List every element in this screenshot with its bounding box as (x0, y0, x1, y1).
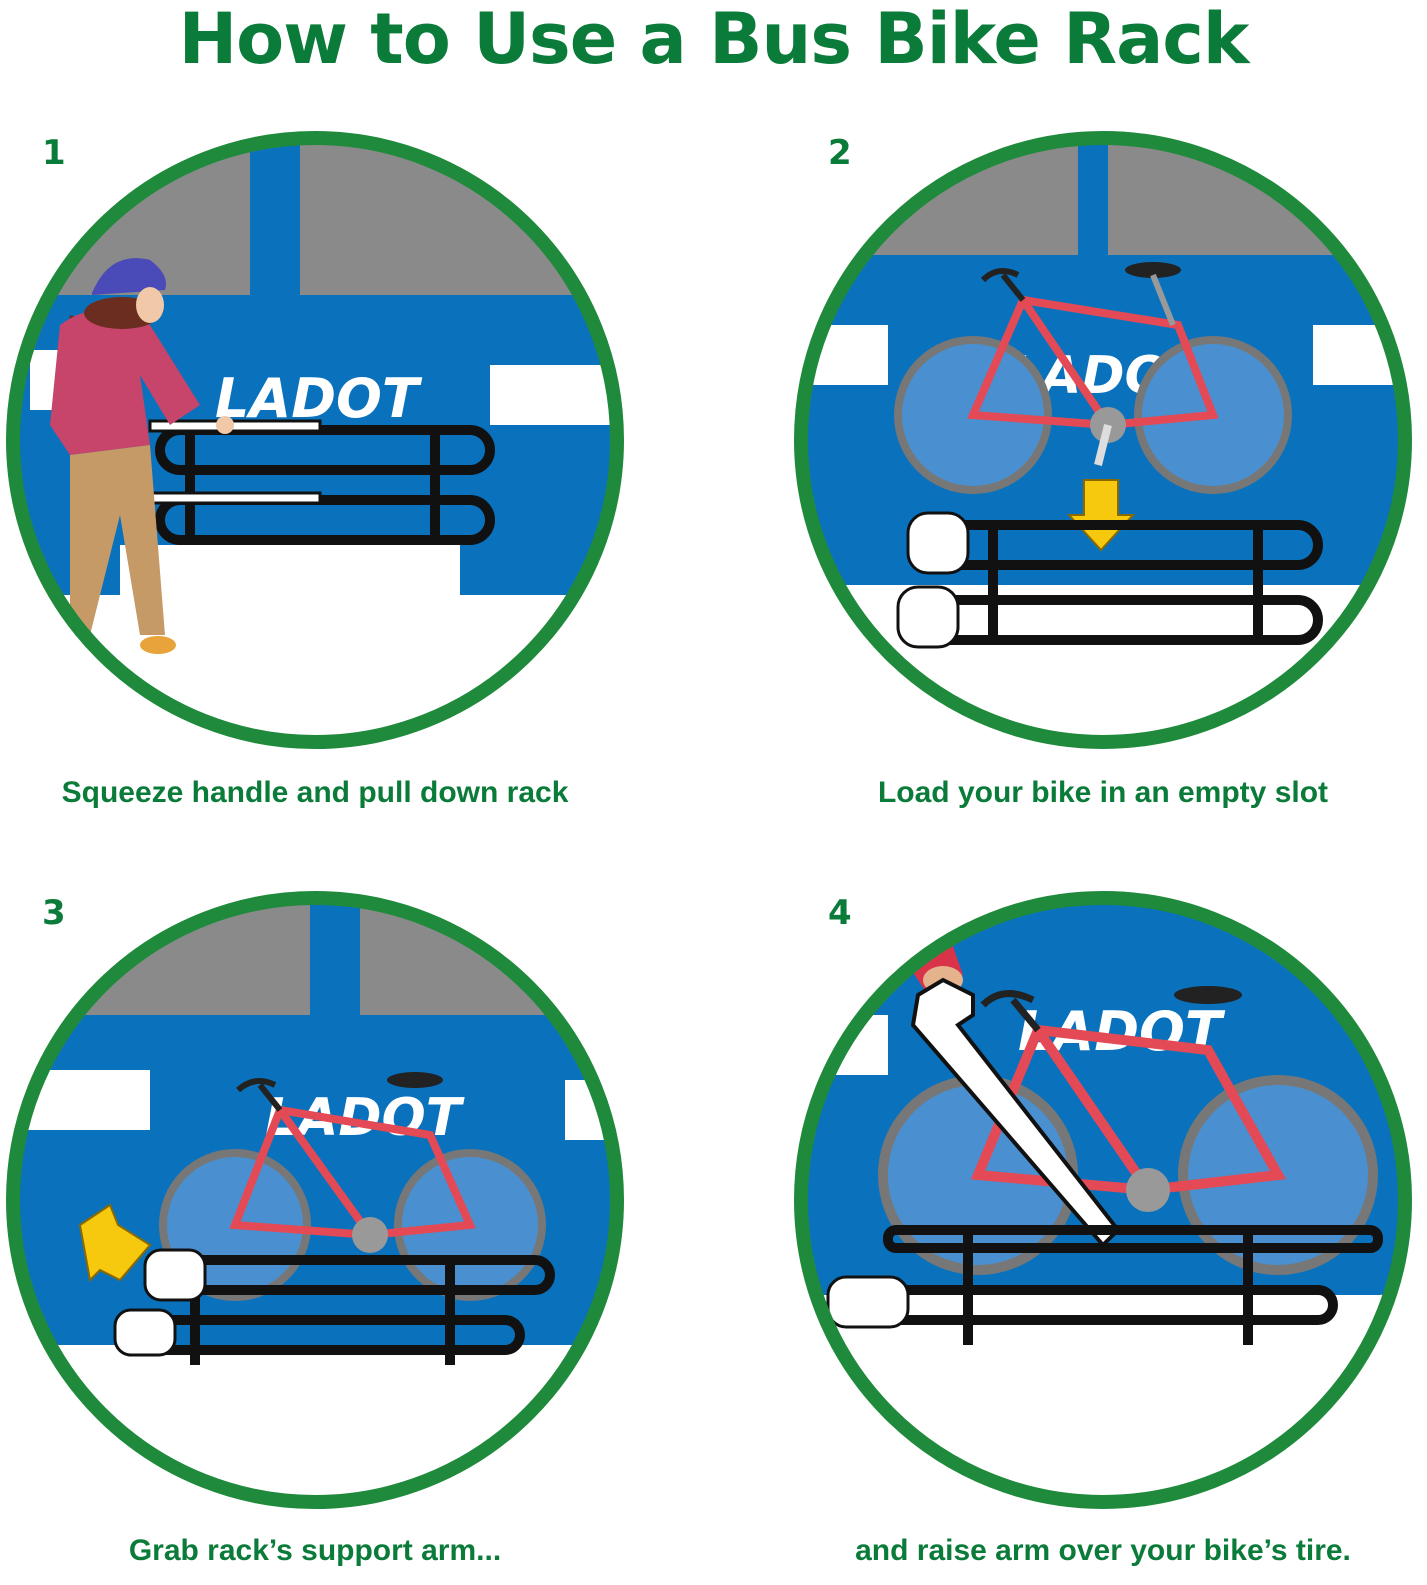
step-3-number: 3 (42, 893, 66, 933)
support-arm (910, 977, 1121, 1248)
step-2-number: 2 (828, 133, 852, 173)
page-title: How to Use a Bus Bike Rack (178, 0, 1250, 80)
step-1-illustration: LADOT (6, 131, 624, 749)
step-2-illustration: LADOT (794, 131, 1412, 749)
step-3-caption: Grab rack’s support arm... (128, 1534, 502, 1567)
step-2-caption: Load your bike in an empty slot (877, 776, 1329, 809)
step-4-caption: and raise arm over your bike’s tire. (855, 1534, 1351, 1567)
step-1-caption: Squeeze handle and pull down rack (61, 776, 569, 809)
step-1-number: 1 (42, 133, 66, 173)
bike-rack (155, 425, 495, 545)
cyclist (50, 258, 234, 654)
step-4-illustration: LADOT (794, 891, 1412, 1509)
step-3-illustration: LADOT (6, 891, 624, 1509)
bicycle (894, 262, 1292, 494)
down-arrow-icon (1066, 479, 1136, 552)
step-4-number: 4 (828, 893, 852, 933)
arrow-icon (78, 1203, 152, 1283)
